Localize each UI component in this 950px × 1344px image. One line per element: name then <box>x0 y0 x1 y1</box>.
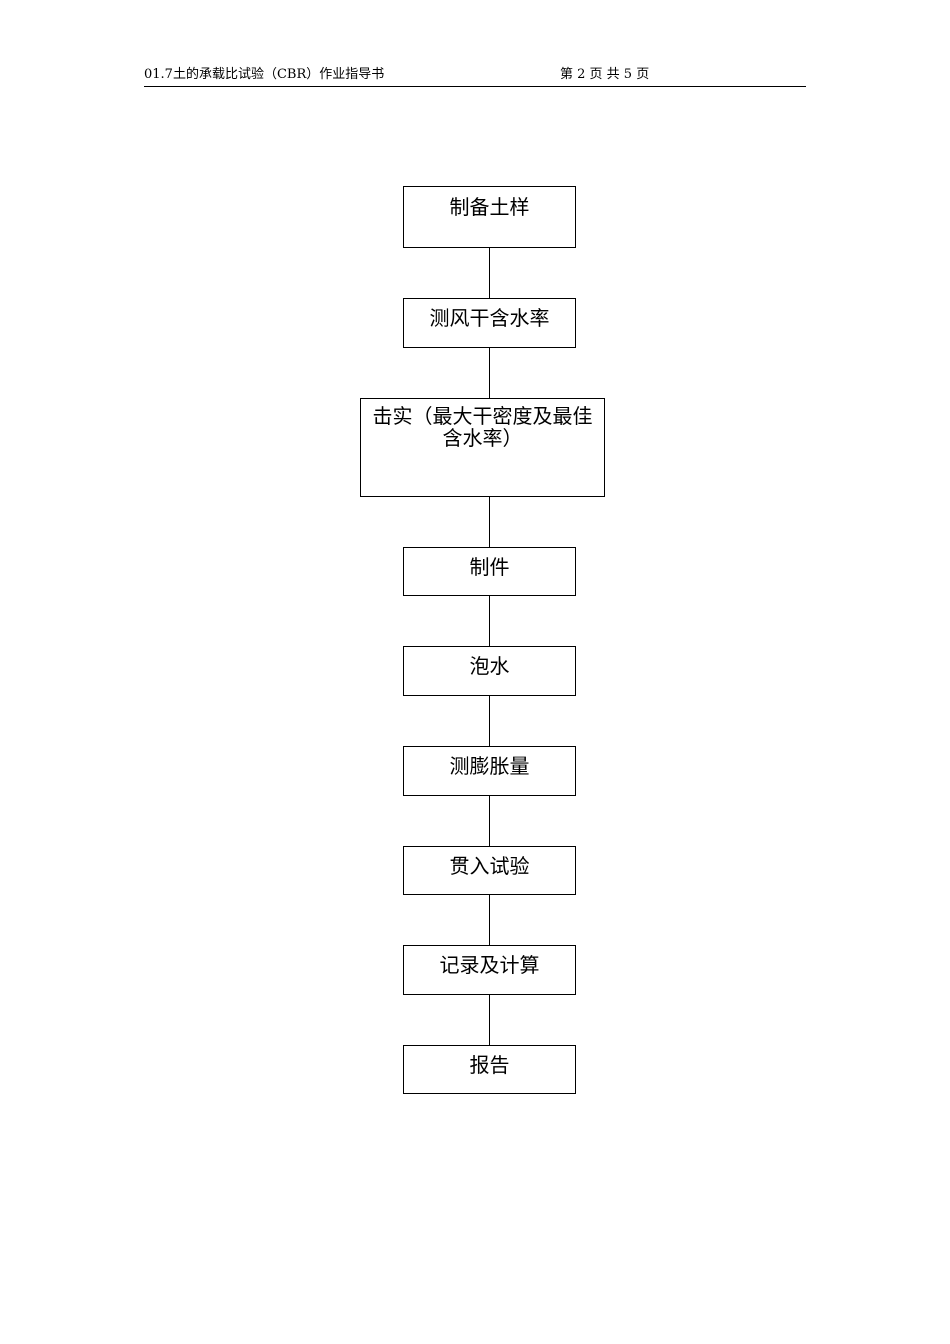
connector-6 <box>489 796 490 846</box>
step-record-calculate: 记录及计算 <box>403 945 576 995</box>
connector-7 <box>489 895 490 945</box>
connector-1 <box>489 248 490 298</box>
page-header: 01.7土的承载比试验（CBR）作业指导书 第 2 页 共 5 页 <box>144 66 806 87</box>
connector-4 <box>489 596 490 646</box>
step-prepare-soil-sample: 制备土样 <box>403 186 576 248</box>
step-penetration-test: 贯入试验 <box>403 846 576 895</box>
step-measure-swelling: 测膨胀量 <box>403 746 576 796</box>
step-make-specimen: 制件 <box>403 547 576 596</box>
step-soak: 泡水 <box>403 646 576 696</box>
connector-2 <box>489 348 490 398</box>
connector-5 <box>489 696 490 746</box>
connector-8 <box>489 995 490 1045</box>
step-air-dry-moisture: 测风干含水率 <box>403 298 576 348</box>
connector-3 <box>489 497 490 547</box>
page-number: 第 2 页 共 5 页 <box>560 67 650 82</box>
document-title: 01.7土的承载比试验（CBR）作业指导书 <box>144 67 385 82</box>
step-compaction: 击实（最大干密度及最佳含水率） <box>360 398 605 497</box>
step-report: 报告 <box>403 1045 576 1094</box>
